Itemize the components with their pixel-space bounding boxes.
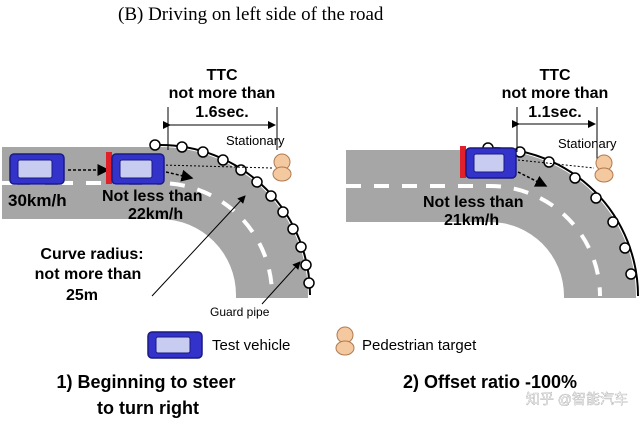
stationary-label-2: Stationary — [558, 136, 617, 151]
sight-line-2 — [517, 159, 595, 169]
speed-label-1: 30km/h — [8, 191, 67, 210]
front-bumper-1 — [106, 152, 112, 184]
legend: Test vehicle Pedestrian target — [147, 326, 477, 359]
ttc-label-1-line2: not more than — [169, 85, 276, 102]
min-speed-value-1: 22km/h — [128, 206, 183, 223]
travel-arrow-1 — [165, 169, 194, 182]
guard-posts-1 — [149, 139, 315, 289]
watermark: 知乎 @智能汽车 — [526, 391, 628, 407]
start-vehicle-1 — [9, 153, 65, 185]
caption-1-line1: 1) Beginning to steer — [56, 372, 235, 392]
test-vehicle-2 — [460, 146, 517, 179]
radius-label-2: not more than — [35, 266, 142, 283]
caption-1-line2: to turn right — [97, 398, 199, 418]
road-curve-2 — [346, 150, 636, 298]
panel-1: TTC not more than 1.6sec. Stationary 30k… — [2, 67, 315, 418]
min-speed-value-2: 21km/h — [444, 212, 499, 229]
ttc-label-2: TTC — [539, 67, 571, 84]
radius-value-1: 25m — [66, 287, 98, 304]
legend-pedestrian-icon — [335, 326, 355, 356]
panel-2: TTC not more than 1.1sec. Stationary Not… — [346, 67, 639, 392]
ttc-label-2-line2: not more than — [502, 85, 609, 102]
legend-pedestrian-label: Pedestrian target — [362, 337, 477, 354]
ttc-value-1: 1.6sec. — [195, 104, 248, 121]
legend-vehicle-label: Test vehicle — [212, 337, 290, 354]
guard-pipe-label: Guard pipe — [210, 305, 270, 319]
stationary-label-1: Stationary — [226, 133, 285, 148]
ttc-label-1: TTC — [206, 67, 238, 84]
test-vehicle-1 — [106, 152, 165, 185]
lane-marking-2 — [346, 184, 602, 297]
travel-arrow-2 — [517, 171, 548, 187]
legend-vehicle-icon — [147, 331, 203, 359]
guard-pipe-pointer — [261, 261, 301, 305]
header-title: (B) Driving on left side of the road — [118, 4, 384, 25]
pedestrian-target-2 — [594, 154, 614, 183]
radius-pointer-1 — [151, 195, 246, 297]
radius-label-1: Curve radius: — [40, 246, 143, 263]
pedestrian-target-1 — [272, 153, 292, 182]
lane-marking-1 — [2, 181, 274, 296]
min-speed-label-2: Not less than — [423, 194, 523, 211]
min-speed-label-1: Not less than — [102, 188, 202, 205]
road-curve-1 — [2, 147, 308, 298]
front-bumper-2 — [460, 146, 466, 178]
caption-2: 2) Offset ratio -100% — [403, 372, 577, 392]
ttc-value-2: 1.1sec. — [528, 104, 581, 121]
